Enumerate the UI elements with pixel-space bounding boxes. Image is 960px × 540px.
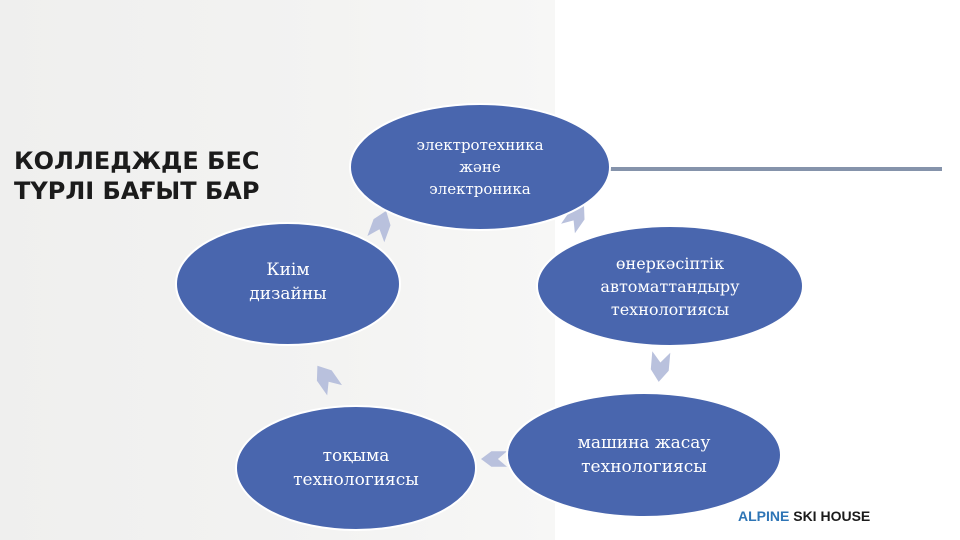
node-mechanical-engineering — [506, 392, 782, 518]
node-label-electrotechnics: электротехника және электроника — [370, 122, 590, 212]
brand-logo-text: ALPINE SKI HOUSE — [738, 508, 870, 524]
node-4-line-2: технологиясы — [293, 470, 419, 490]
node-2-line-1: өнеркәсіптік — [615, 253, 725, 273]
arrow-node2-to-node3 — [650, 351, 671, 382]
cycle-nodes — [175, 103, 804, 531]
brand-word-ski-house: SKI HOUSE — [793, 508, 871, 524]
brand-word-alpine: ALPINE — [738, 508, 790, 524]
node-4-line-1: тоқыма — [322, 446, 390, 466]
node-3-line-2: технологиясы — [581, 457, 707, 477]
slide-title: КОЛЛЕДЖДЕ БЕС ТҮРЛІ БАҒЫТ БАР — [14, 146, 334, 206]
node-label-mechanical-engineering: машина жасау технологиясы — [524, 425, 764, 485]
node-1-line-3: электроника — [429, 180, 531, 198]
node-5-line-2: дизайны — [249, 284, 327, 304]
node-electrotechnics — [349, 103, 611, 231]
node-1-line-1: электротехника — [416, 136, 544, 154]
arrow-node5-to-node1 — [367, 210, 391, 243]
node-textile-technology — [235, 405, 477, 531]
node-1-line-2: және — [459, 158, 501, 176]
slide-title-line-2: ТҮРЛІ БАҒЫТ БАР — [14, 177, 260, 205]
node-2-line-2: автоматтандыру — [600, 276, 740, 296]
arrow-node1-to-node2 — [561, 205, 585, 234]
slide-title-line-1: КОЛЛЕДЖДЕ БЕС — [14, 147, 260, 175]
node-label-textile-technology: тоқыма технологиясы — [246, 438, 466, 498]
horizontal-rule — [600, 167, 942, 171]
node-label-clothing-design: Киім дизайны — [188, 248, 388, 308]
arrow-node3-to-node4 — [481, 451, 507, 467]
cycle-arrows — [316, 205, 671, 467]
node-5-line-1: Киім — [266, 260, 310, 280]
node-industrial-automation — [536, 225, 804, 347]
node-3-line-1: машина жасау — [577, 433, 711, 453]
node-2-line-3: технологиясы — [610, 299, 730, 319]
arrow-node4-to-node5 — [316, 365, 342, 396]
node-label-industrial-automation: өнеркәсіптік автоматтандыру технологиясы — [550, 246, 790, 326]
node-clothing-design — [175, 222, 401, 346]
